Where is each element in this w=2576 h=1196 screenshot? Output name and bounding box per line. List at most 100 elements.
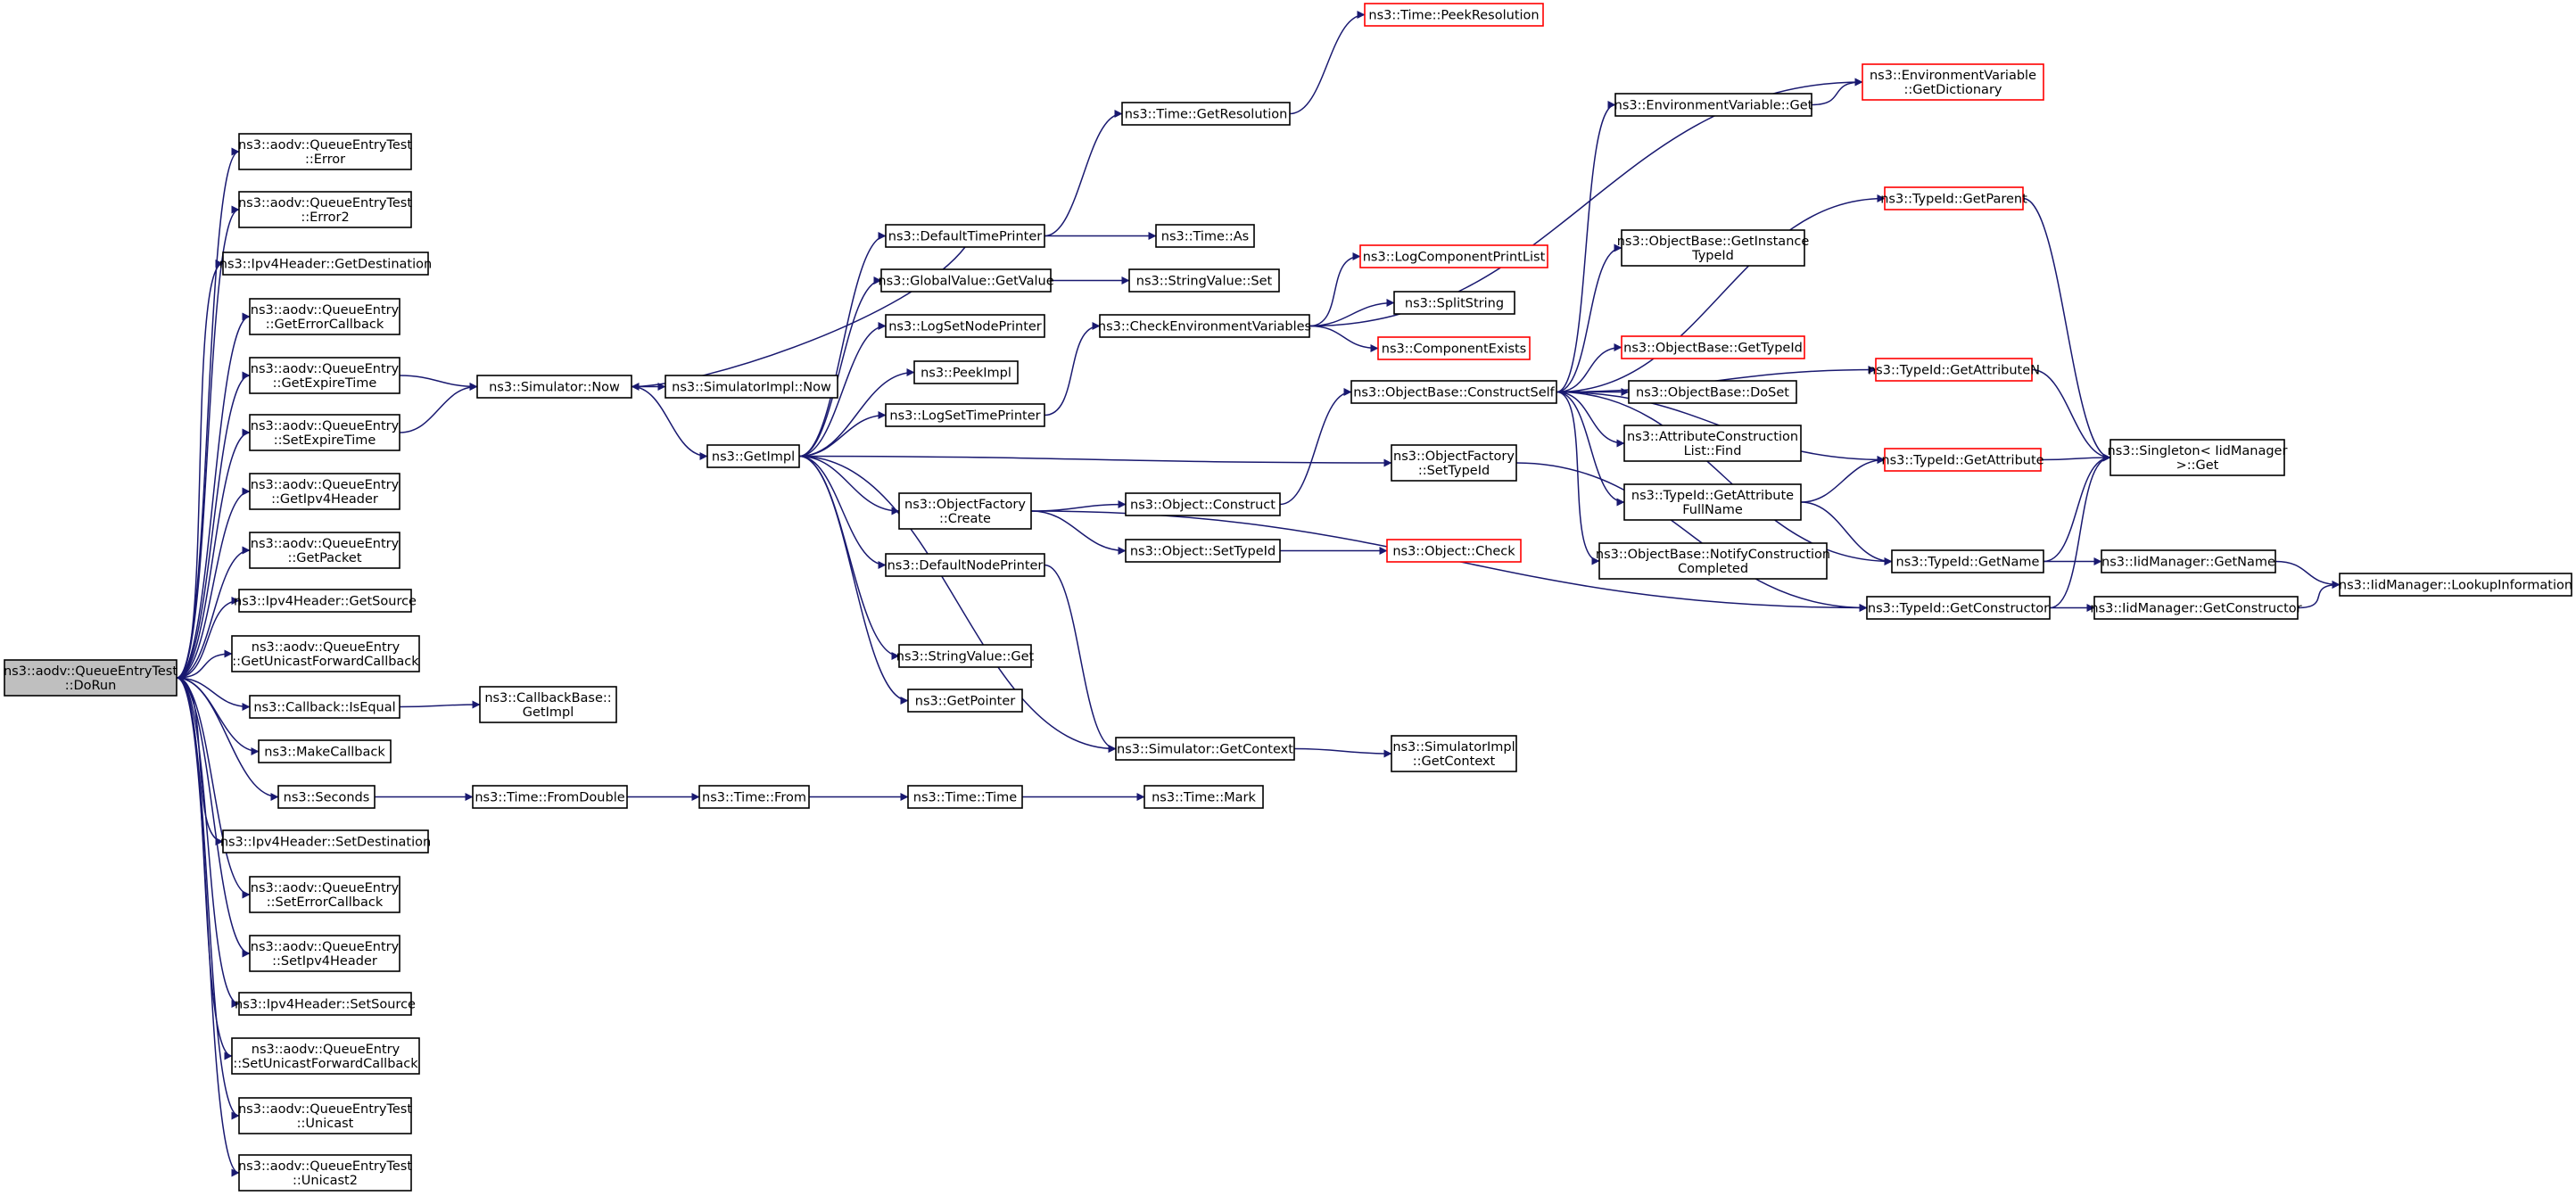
- node-box: [885, 553, 1045, 577]
- node-ofSetTypeId[interactable]: ns3::ObjectFactory::SetTypeId: [1391, 444, 1517, 482]
- node-simNow[interactable]: ns3::Simulator::Now: [476, 375, 632, 399]
- node-label: ::GetUnicastForwardCallback: [232, 655, 419, 669]
- node-qeSetErrCb[interactable]: ns3::aodv::QueueEntry::SetErrorCallback: [249, 876, 400, 913]
- node-cbIsEqual[interactable]: ns3::Callback::IsEqual: [249, 695, 400, 719]
- node-objConstruct[interactable]: ns3::Object::Construct: [1125, 492, 1281, 516]
- edge-root-to-ipv4SetSrc: [176, 677, 240, 1008]
- node-timeFromDouble[interactable]: ns3::Time::FromDouble: [472, 785, 628, 809]
- node-qeSetUcast[interactable]: ns3::aodv::QueueEntry::SetUnicastForward…: [231, 1037, 420, 1075]
- node-timeFrom[interactable]: ns3::Time::From: [698, 785, 810, 809]
- node-getPointer[interactable]: ns3::GetPointer: [907, 689, 1023, 713]
- node-qeGetIpv4[interactable]: ns3::aodv::QueueEntry::GetIpv4Header: [249, 473, 400, 510]
- node-seconds[interactable]: ns3::Seconds: [277, 785, 376, 809]
- edge-root-to-qeSetExpire: [176, 428, 251, 679]
- node-ipv4GetSrc[interactable]: ns3::Ipv4Header::GetSource: [234, 589, 417, 613]
- node-box: [238, 191, 412, 228]
- node-simImplNow[interactable]: ns3::SimulatorImpl::Now: [665, 375, 838, 399]
- node-logSetTime[interactable]: ns3::LogSetTimePrinter: [885, 403, 1045, 427]
- node-qeSetIpv4[interactable]: ns3::aodv::QueueEntry::SetIpv4Header: [249, 935, 400, 972]
- node-obDoSet[interactable]: ns3::ObjectBase::DoSet: [1628, 380, 1797, 404]
- node-defTimePrinter[interactable]: ns3::DefaultTimePrinter: [885, 224, 1045, 248]
- node-singletonGet[interactable]: ns3::Singleton< IidManager >::Get: [2108, 439, 2288, 476]
- node-qetUnicast[interactable]: ns3::aodv::QueueEntryTest::Unicast: [238, 1097, 412, 1134]
- node-makeCb[interactable]: ns3::MakeCallback: [258, 739, 392, 763]
- node-box: [249, 695, 400, 719]
- node-qetError2[interactable]: ns3::aodv::QueueEntryTest::Error2: [238, 191, 412, 228]
- node-box: [249, 876, 400, 913]
- node-qetError[interactable]: ns3::aodv::QueueEntryTest::Error: [238, 133, 412, 170]
- node-ofCreate[interactable]: ns3::ObjectFactory::Create: [898, 492, 1032, 530]
- node-logCompPrint[interactable]: ns3::LogComponentPrintList: [1359, 244, 1548, 268]
- node-checkEnv[interactable]: ns3::CheckEnvironmentVariables: [1098, 314, 1311, 338]
- node-logSetNode[interactable]: ns3::LogSetNodePrinter: [885, 314, 1045, 338]
- node-tidGetAttr[interactable]: ns3::TypeId::GetAttribute: [1881, 448, 2044, 472]
- node-objCheck[interactable]: ns3::Object::Check: [1386, 539, 1522, 563]
- edge-simNow-to-getImpl: [631, 385, 708, 460]
- node-box: [913, 360, 1019, 384]
- node-iidGetName[interactable]: ns3::IidManager::GetName: [2101, 549, 2276, 573]
- node-envGetDict[interactable]: ns3::EnvironmentVariable::GetDictionary: [1862, 63, 2044, 101]
- node-simGetCtx[interactable]: ns3::Simulator::GetContext: [1115, 737, 1295, 761]
- node-label: ns3::EnvironmentVariable::Get: [1614, 99, 1813, 113]
- node-timeMark[interactable]: ns3::Time::Mark: [1144, 785, 1264, 809]
- node-box: [222, 252, 429, 276]
- node-defNodePrinter[interactable]: ns3::DefaultNodePrinter: [885, 553, 1045, 577]
- edge-root-to-qeGetPacket: [176, 546, 251, 679]
- node-label: ::SetExpireTime: [274, 433, 376, 448]
- node-label: ns3::aodv::QueueEntryTest: [238, 138, 412, 153]
- node-box: [898, 644, 1032, 668]
- node-qeGetPacket[interactable]: ns3::aodv::QueueEntry::GetPacket: [249, 532, 400, 569]
- node-obConstructSelf[interactable]: ns3::ObjectBase::ConstructSelf: [1350, 380, 1557, 404]
- node-label: ns3::Object::Construct: [1130, 499, 1276, 513]
- node-ipv4SetDest[interactable]: ns3::Ipv4Header::SetDestination: [220, 829, 431, 854]
- node-box: [238, 589, 412, 613]
- node-timeAs[interactable]: ns3::Time::As: [1155, 224, 1255, 248]
- node-obNotify[interactable]: ns3::ObjectBase::NotifyConstructionCompl…: [1596, 542, 1830, 580]
- node-svGet[interactable]: ns3::StringValue::Get: [896, 644, 1035, 668]
- edge-qeSetExpire-to-simNow: [399, 383, 478, 433]
- edge-simGetCtx-to-simImplGetCtx: [1293, 747, 1392, 758]
- node-label: ns3::SimulatorImpl::Now: [672, 381, 831, 395]
- node-root[interactable]: ns3::aodv::QueueEntryTest::DoRun: [4, 659, 178, 697]
- node-timeGetRes[interactable]: ns3::Time::GetResolution: [1121, 102, 1291, 126]
- node-label: ns3::Ipv4Header::GetDestination: [219, 258, 432, 272]
- node-qeSetExpire[interactable]: ns3::aodv::QueueEntry::SetExpireTime: [249, 414, 400, 451]
- node-envGet[interactable]: ns3::EnvironmentVariable::Get: [1614, 93, 1813, 117]
- node-ipv4SetSrc[interactable]: ns3::Ipv4Header::SetSource: [235, 992, 416, 1016]
- node-timePeekRes[interactable]: ns3::Time::PeekResolution: [1364, 3, 1544, 27]
- node-svSet[interactable]: ns3::StringValue::Set: [1128, 268, 1280, 293]
- node-box: [238, 992, 412, 1016]
- node-label: ns3::aodv::QueueEntryTest: [238, 196, 412, 210]
- node-qetUnicast2[interactable]: ns3::aodv::QueueEntryTest::Unicast2: [238, 1154, 412, 1192]
- node-box: [1875, 358, 2033, 382]
- node-qeGetUcast[interactable]: ns3::aodv::QueueEntry::GetUnicastForward…: [231, 635, 420, 672]
- node-getImpl[interactable]: ns3::GetImpl: [706, 444, 800, 468]
- node-label: ns3::StringValue::Set: [1136, 275, 1273, 289]
- node-gvGetValue[interactable]: ns3::GlobalValue::GetValue: [878, 268, 1054, 293]
- node-obGetTid[interactable]: ns3::ObjectBase::GetTypeId: [1621, 335, 1805, 359]
- node-label: ns3::Time::As: [1161, 230, 1249, 244]
- node-splitString[interactable]: ns3::SplitString: [1393, 291, 1515, 315]
- node-peekImpl[interactable]: ns3::PeekImpl: [913, 360, 1019, 384]
- node-tidGetCtor[interactable]: ns3::TypeId::GetConstructor: [1866, 596, 2051, 620]
- node-tidGetName[interactable]: ns3::TypeId::GetName: [1891, 549, 2044, 573]
- node-qeGetExpire[interactable]: ns3::aodv::QueueEntry::GetExpireTime: [249, 357, 400, 394]
- node-objSetTypeId[interactable]: ns3::Object::SetTypeId: [1125, 539, 1281, 563]
- node-cbBaseGetImpl[interactable]: ns3::CallbackBase::GetImpl: [479, 686, 617, 723]
- node-iidGetCtor[interactable]: ns3::IidManager::GetConstructor: [2090, 596, 2302, 620]
- node-label: ns3::Time::Mark: [1152, 791, 1256, 805]
- node-compExists[interactable]: ns3::ComponentExists: [1377, 336, 1531, 360]
- node-tidGetAttrN[interactable]: ns3::TypeId::GetAttributeN: [1868, 358, 2040, 382]
- node-iidLookup[interactable]: ns3::IidManager::LookupInformation: [2339, 573, 2572, 597]
- node-simImplGetCtx[interactable]: ns3::SimulatorImpl::GetContext: [1391, 735, 1517, 772]
- node-label: ns3::aodv::QueueEntryTest: [238, 1102, 412, 1117]
- node-box: [1350, 380, 1557, 404]
- edge-logSetTime-to-checkEnv: [1044, 322, 1101, 417]
- node-tidGetParent[interactable]: ns3::TypeId::GetParent: [1880, 186, 2027, 210]
- node-ipv4GetDest[interactable]: ns3::Ipv4Header::GetDestination: [219, 252, 432, 276]
- node-timeTime[interactable]: ns3::Time::Time: [907, 785, 1023, 809]
- node-qeGetErrCb[interactable]: ns3::aodv::QueueEntry::GetErrorCallback: [249, 298, 400, 335]
